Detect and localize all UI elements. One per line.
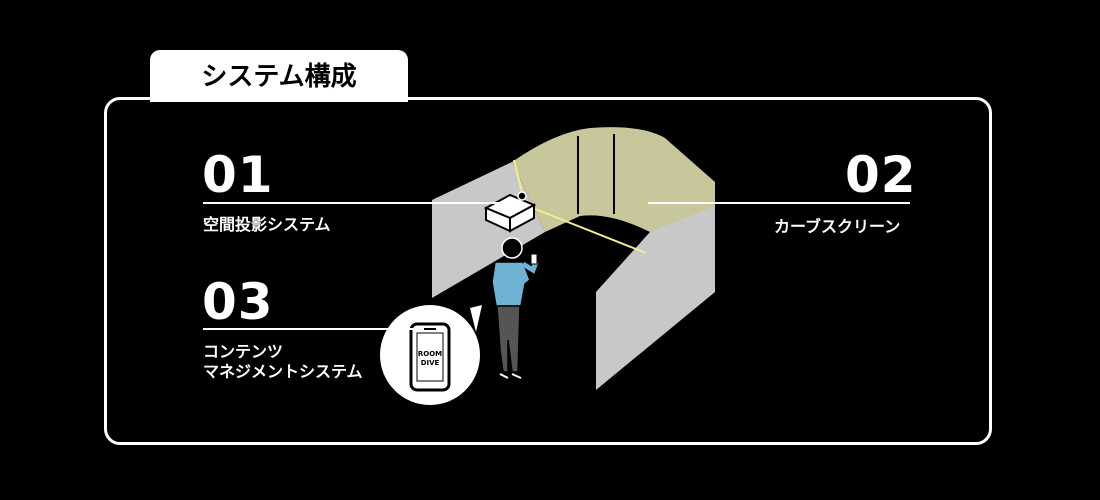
app-logo-line2: DIVE bbox=[421, 359, 440, 367]
curved-screen-left-panel bbox=[432, 162, 545, 298]
leader-line-03 bbox=[203, 328, 415, 330]
item-label-03-line2: マネジメントシステム bbox=[203, 362, 363, 381]
projector-icon bbox=[483, 191, 537, 233]
leader-line-02 bbox=[648, 202, 910, 204]
item-number-03: 03 bbox=[202, 273, 274, 331]
curved-screen-right-panel bbox=[596, 206, 715, 390]
item-label-01: 空間投影システム bbox=[203, 215, 331, 234]
projection-beam bbox=[524, 204, 647, 254]
section-title: システム構成 bbox=[201, 61, 357, 92]
item-label-03-line1: コンテンツ bbox=[203, 342, 284, 361]
item-number-01: 01 bbox=[202, 146, 274, 204]
leader-line-01 bbox=[203, 202, 503, 204]
item-number-02: 02 bbox=[845, 146, 917, 204]
person-figure bbox=[491, 237, 539, 379]
item-label-02: カーブスクリーン bbox=[774, 217, 901, 236]
app-logo-line1: ROOM bbox=[418, 350, 442, 358]
phone-callout: ROOM DIVE bbox=[380, 305, 482, 405]
diagram-frame bbox=[104, 97, 992, 445]
section-title-tab: システム構成 bbox=[150, 50, 408, 102]
